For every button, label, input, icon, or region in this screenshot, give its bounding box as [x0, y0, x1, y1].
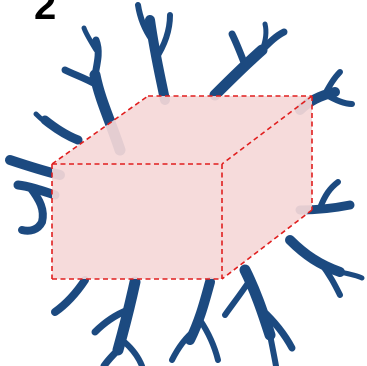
- cuboid-top-face: [52, 96, 312, 164]
- cuboid-front-face: [52, 164, 222, 279]
- branch-top-right: [209, 21, 288, 101]
- cuboid: [51, 95, 313, 280]
- cuboid-edges: [51, 95, 313, 280]
- dendrite-branches: [5, 2, 365, 366]
- branch-bottom: [51, 264, 296, 366]
- branch-top-center: [135, 2, 173, 105]
- panel-label: 2: [34, 0, 57, 28]
- cuboid-right-face: [222, 96, 312, 279]
- branch-right-lower: [285, 179, 365, 298]
